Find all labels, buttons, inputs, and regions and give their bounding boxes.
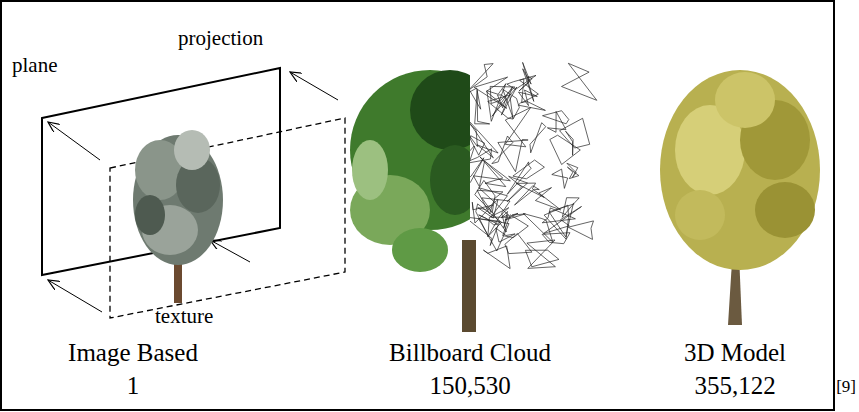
billboard-wire [530, 123, 546, 153]
billboard-wire [547, 112, 566, 133]
billboard-wire [542, 208, 575, 223]
billboard-wire [507, 162, 531, 195]
polygon-count: 150,530 [429, 373, 510, 398]
polygon-count: 1 [127, 373, 140, 398]
billboard-wire [480, 157, 506, 187]
billboard-wire [518, 102, 545, 111]
billboard-wire [470, 158, 484, 186]
polygon-count: 355,122 [694, 373, 775, 398]
billboard-tree [350, 62, 597, 332]
billboard-wire [516, 183, 544, 197]
model-tree [660, 70, 820, 325]
billboard-wire [498, 140, 528, 172]
billboard-wire [505, 213, 525, 220]
billboard-wire [544, 207, 582, 234]
billboard-wire [496, 228, 515, 242]
billboard-wire [470, 85, 481, 109]
billboard-wire [470, 146, 474, 168]
billboard-wire [550, 135, 581, 164]
billboard-wire [482, 198, 510, 232]
frame [1, 1, 834, 410]
billboard-wire [483, 246, 510, 269]
billboard-wire [488, 95, 513, 119]
method-name: 3D Model [684, 340, 786, 365]
billboard-wire [477, 190, 503, 214]
billboard-wire [479, 215, 498, 225]
billboard-wire [560, 118, 590, 148]
billboard-wire [525, 250, 559, 267]
billboard-wire [535, 188, 560, 210]
billboard-wire [542, 233, 570, 244]
billboard-wire [503, 215, 529, 238]
billboard-wire [507, 75, 536, 89]
billboard-wire [515, 186, 540, 205]
billboard-wire [470, 136, 484, 156]
tree-texture [133, 130, 223, 303]
projection-box [42, 68, 345, 318]
billboard-wire [568, 221, 593, 240]
billboard-wire [552, 169, 568, 188]
billboard-wire [543, 111, 569, 124]
method-name: Billboard Cloud [389, 340, 551, 365]
billboard-wire [507, 176, 527, 201]
billboard-wire [519, 90, 538, 106]
part-label: texture [155, 306, 213, 327]
billboard-wire [470, 115, 477, 147]
part-label: plane [12, 55, 57, 76]
billboard-wire [523, 62, 534, 101]
billboard-wire [523, 214, 553, 243]
billboard-wire [475, 180, 495, 212]
part-label: projection [178, 28, 263, 49]
billboard-wire [562, 63, 597, 100]
billboard-wire [567, 163, 578, 177]
billboard-wire [470, 64, 493, 91]
billboard-wire [470, 118, 498, 158]
citation: [9] [836, 378, 856, 395]
billboard-wire [492, 87, 517, 117]
method-name: Image Based [68, 340, 198, 365]
